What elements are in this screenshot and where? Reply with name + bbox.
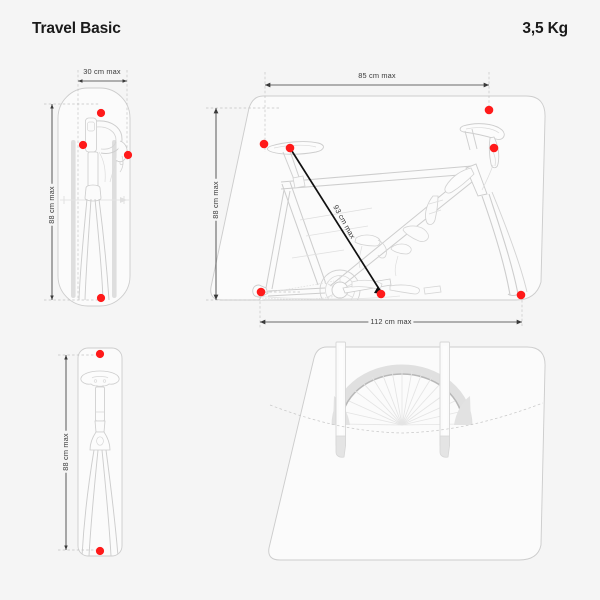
witness-lines-top-left [44,70,128,301]
marker-dot [256,287,266,297]
marker-dot [95,349,105,359]
marker-dot [259,139,269,149]
dim-line-main-diagonal [289,147,382,293]
bike-parts-bottom-left [80,370,120,556]
header: Travel Basic 3,5 Kg [0,0,600,58]
bag-outline-bottom-left [77,347,123,557]
dim-label-main-top: 85 cm max [356,71,398,81]
marker-dot [376,289,386,299]
marker-dot [489,143,499,153]
page-title: Travel Basic [32,20,121,37]
view-bottom-right [268,341,546,561]
wheel-assembly-bottom-right [269,341,544,458]
bag-outline-bottom-right [268,346,546,561]
marker-dot [285,143,295,153]
dim-label-main-bottom: 112 cm max [368,317,414,327]
view-main-side [206,72,546,328]
bike-parts-main [252,123,528,300]
view-top-left [44,70,133,307]
marker-dot [484,105,494,115]
view-bottom-left [58,347,123,557]
marker-dot [96,293,106,303]
fork-legs-bottom-right [335,341,450,458]
dim-label-main-left: 88 cm max [211,179,221,221]
product-weight: 3,5 Kg [522,20,568,37]
attachment-markers-main [256,105,526,300]
dim-label-top-left-width: 30 cm max [81,67,123,77]
marker-dot [96,108,106,118]
hidden-edge-line [269,402,544,434]
attachment-markers-top-left [78,108,133,303]
marker-dot [123,150,133,160]
dim-label-bottom-left-height: 88 cm max [61,431,71,473]
marker-dot [95,546,105,556]
marker-dot [78,140,88,150]
attachment-markers-bottom-left [95,349,105,556]
dim-label-top-left-height: 88 cm max [47,184,57,226]
marker-dot [516,290,526,300]
